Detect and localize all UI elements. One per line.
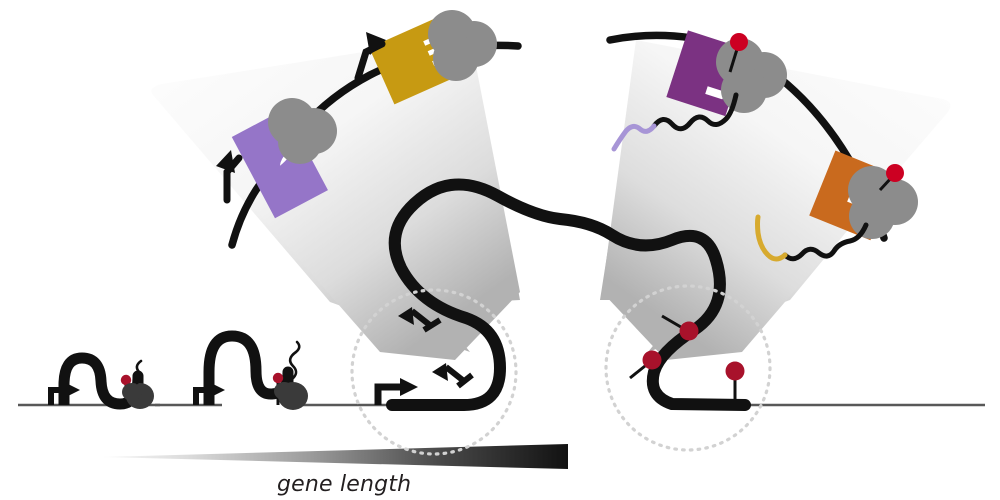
tss-arrow-light-purple — [216, 150, 243, 204]
pin-dark-purple — [728, 33, 748, 73]
pin-bottom-right — [725, 361, 745, 405]
spotlight-quad-right — [602, 40, 951, 360]
gene-medium-tss-arrow — [193, 383, 225, 405]
tss-arrow-middle — [432, 363, 474, 389]
pin-left — [629, 350, 662, 380]
gene-length-label: gene length — [277, 472, 411, 497]
gene-medium[interactable] — [193, 330, 308, 410]
polymerase-light-purple — [268, 98, 337, 164]
gene-length-wedge — [103, 444, 568, 469]
rna-orange — [755, 214, 869, 262]
wedge-shape — [103, 444, 568, 469]
gene-short-rna — [135, 359, 143, 385]
tss-arrow-upper — [398, 307, 442, 333]
pin-upper-right — [661, 314, 699, 341]
inset-circle-left[interactable] — [350, 288, 518, 456]
gene-short-tss-arrow — [48, 383, 80, 405]
polymerase-gold — [428, 10, 497, 81]
tss-arrow-gold — [354, 32, 386, 82]
gene-box-dark-purple-stripe — [705, 86, 725, 100]
spotlight-quad-left — [153, 35, 520, 360]
gene-box-light-purple[interactable] — [231, 108, 328, 219]
gene-short[interactable] — [48, 352, 154, 410]
polymerase-orange — [848, 166, 918, 239]
rna-dark-purple — [611, 92, 739, 152]
right-inset-pins — [629, 314, 745, 405]
gene-medium-polymerase — [274, 382, 308, 410]
pin-orange — [878, 164, 904, 192]
tss-arrow-lower — [374, 378, 418, 405]
left-inset-tss-arrows — [374, 307, 474, 405]
gene-medium-rna — [288, 340, 301, 382]
axis-direction: increasing left to right — [2, 67, 155, 84]
inset-circles — [350, 284, 772, 456]
spotlight-cones-overlay — [153, 35, 951, 360]
inset-circle-right[interactable] — [604, 284, 772, 452]
gene-short-polymerase — [122, 383, 154, 409]
